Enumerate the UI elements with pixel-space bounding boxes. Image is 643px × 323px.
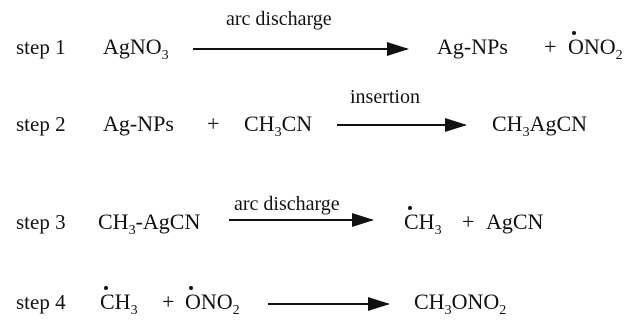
step1-product-ag-nps: Ag-NPs	[437, 34, 508, 59]
step3-product-agcn: AgCN	[486, 209, 544, 234]
step2-reactant-ch3cn: CH3CN	[244, 111, 313, 140]
step4-product-ch3ono2: CH3ONO2	[414, 289, 507, 318]
step3-label: step 3	[16, 210, 66, 234]
step2-arrow	[337, 118, 467, 132]
step1-arrow	[193, 42, 409, 56]
step3-condition: arc discharge	[234, 193, 340, 215]
step4-reactant-ono2-radical: ONO2	[185, 286, 240, 318]
step2-product-ch3agcn: CH3AgCN	[492, 111, 588, 140]
step4-label: step 4	[16, 290, 66, 314]
step3-product-ch3-radical: CH3	[404, 206, 442, 238]
step2-plus: +	[207, 111, 220, 136]
step4-reactant-ch3-radical: CH3	[100, 286, 138, 318]
step1-condition: arc discharge	[226, 8, 332, 30]
step2-label: step 2	[16, 112, 66, 136]
step3-plus: +	[462, 209, 475, 234]
step1-plus: +	[544, 34, 557, 59]
step2-reactant-ag-nps: Ag-NPs	[103, 111, 174, 136]
step3-reactant-ch3-agcn: CH3-AgCN	[98, 209, 201, 238]
step1-product-ono2-radical: ONO2	[568, 31, 623, 63]
step4-plus: +	[162, 289, 175, 314]
step4-arrow	[268, 297, 390, 311]
step1-reactant-agno3: AgNO3	[103, 34, 169, 63]
step1-label: step 1	[16, 35, 66, 59]
step2-condition: insertion	[350, 86, 420, 108]
step3-arrow	[229, 213, 374, 227]
